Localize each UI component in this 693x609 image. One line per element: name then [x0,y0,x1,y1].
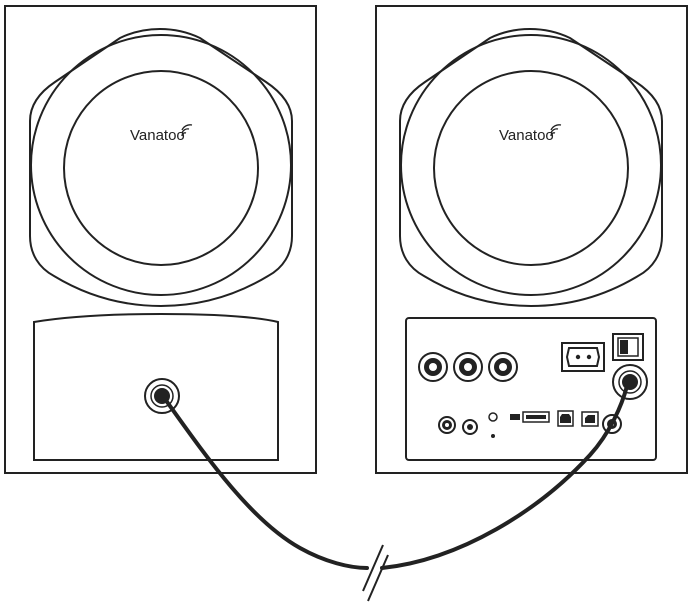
right-connector-panel [405,317,657,461]
usb-port-icon [557,410,574,427]
rca-jack [438,416,456,434]
left-wave-icon [181,124,193,137]
right-jack-plug [622,374,638,390]
speaker-cable [163,384,629,570]
power-switch [612,333,644,361]
knob-3 [488,352,518,382]
left-lower-panel [33,312,279,461]
left-speaker-cabinet [4,5,317,474]
left-speaker-baffle [29,28,293,308]
cable-right-segment [380,384,629,570]
status-led [491,434,495,438]
dip-switch [510,414,520,420]
rca-jack-2 [462,419,478,435]
left-speaker-brand: Vanatoo [130,127,185,144]
left-speaker-input-jack [144,378,180,414]
cable-left-segment [163,397,369,570]
sub-out-connector [522,411,550,423]
right-speaker-output-jack [612,364,648,400]
left-jack-ring [150,384,174,408]
optical-port-icon [581,411,599,427]
aux-jack [488,412,498,422]
right-speaker: Vanatoo [375,5,688,474]
right-woofer-surround [400,34,662,296]
right-speaker-brand: Vanatoo [499,127,554,144]
right-wave-icon [550,124,562,137]
knob-2 [453,352,483,382]
right-speaker-baffle [399,28,663,308]
left-woofer-cone [63,70,259,266]
knob-1 [418,352,448,382]
left-speaker: Vanatoo [4,5,317,474]
right-woofer-cone [433,70,629,266]
left-woofer-surround [30,34,292,296]
right-speaker-cabinet [375,5,688,474]
power-inlet-icon [561,342,605,372]
right-jack-ring [618,370,642,394]
cable-break-icon [362,544,389,602]
